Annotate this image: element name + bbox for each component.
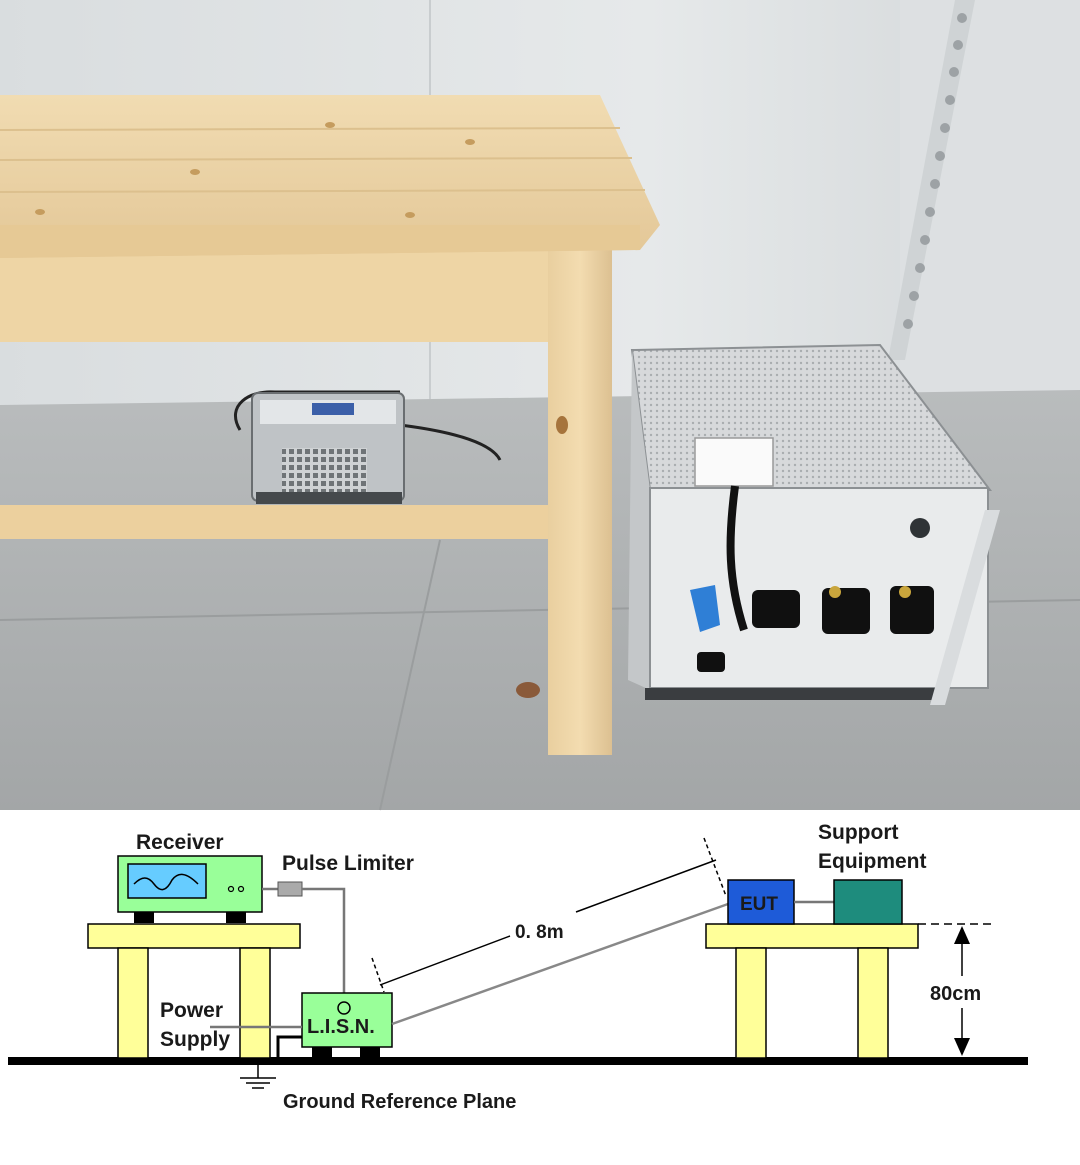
setup-diagram: Receiver Pulse Limiter Power Supply L.I.… [8,821,1028,1113]
receiver-foot-right [226,912,246,923]
power-supply-unit [233,390,502,504]
receiver [117,855,263,923]
psu-base [256,492,402,504]
pulse-limiter-cable [302,887,346,1003]
dimension-line-left [379,935,511,986]
lisn-ground-strap [276,1035,302,1057]
lisn-label: L.I.S.N. [307,1016,375,1038]
lisn-terminals [697,586,934,672]
lisn-power-cable [726,485,748,632]
wood-grain [0,127,646,193]
table-apron [0,250,555,342]
pulse-limiter [262,881,346,1003]
lisn-side [628,350,650,690]
psu-display [312,403,354,415]
table-top-edge [0,225,640,258]
floor-stain [516,682,540,698]
eut-device [727,879,903,925]
eut-box [727,879,795,925]
supply-label: Supply [160,1028,230,1051]
support-label-line2: Equipment [818,850,927,873]
psu-cable-right [399,423,502,461]
eut-table [705,923,919,1059]
distance-dimension [371,837,727,993]
outlet-adapter [694,437,774,487]
receiver-foot-left [134,912,154,923]
lisn-diagram [210,992,393,1057]
receiver-label: Receiver [136,831,224,854]
height-dimension [918,923,995,1056]
signal-waveform [133,873,199,891]
lisn-handle [930,510,1000,705]
wood-knots [35,122,475,218]
table-leg [548,250,612,755]
ground-reference-plane [8,1057,1028,1065]
height-arrow-up [954,926,970,944]
receiver-port-1 [227,885,235,893]
wood-knot [556,416,568,434]
dimension-tick-right [703,837,727,897]
lisn-unit-photo [628,343,1000,705]
lisn-base [645,688,945,700]
pulse-limiter-body [277,881,303,897]
receiver-port-2 [237,885,245,893]
distance-label: 0. 8m [515,922,564,943]
lisn-foot-left [312,1047,332,1057]
support-equipment-box [833,879,903,925]
psu-cable [233,390,400,431]
lisn-foot-right [360,1047,380,1057]
selector-knob [910,518,930,538]
dimension-line-right [575,859,717,913]
receiver-table [87,923,301,1059]
perforated-rail [888,0,975,360]
table-lower-rail [0,505,560,539]
table-top [0,95,660,258]
dimension-tick-left [371,957,385,993]
pulse-limiter-label: Pulse Limiter [282,852,414,875]
power-label: Power [160,999,223,1022]
height-label: 80cm [930,983,981,1005]
ground-plane-label: Ground Reference Plane [283,1091,516,1113]
blue-connector [690,585,720,632]
floor-seam-vertical [379,539,441,811]
support-label-line1: Support [818,821,898,844]
receiver-screen [127,863,207,899]
wooden-table [0,95,660,755]
test-room-photo [0,0,1080,811]
terminal-caps [829,586,911,598]
eut-power-cable [391,902,729,1026]
height-arrow-down [954,1038,970,1056]
lisn-port [337,1001,351,1015]
psu-vent [282,448,367,492]
ground-symbol [240,1065,276,1089]
eut-label: EUT [740,894,778,915]
